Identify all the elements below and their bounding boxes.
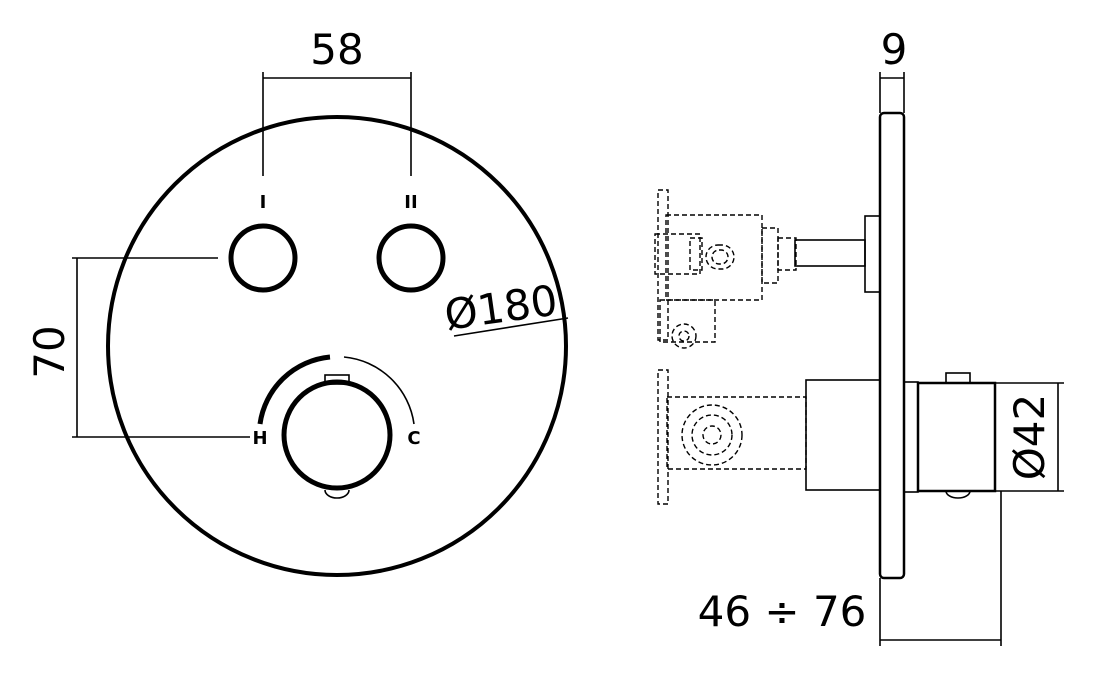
dim-width-label: 58 <box>310 25 363 74</box>
dim-diameter-label: Ø180 <box>442 275 561 339</box>
dim-handle-diameter-label: Ø42 <box>1005 394 1054 481</box>
handle-collar <box>903 381 919 493</box>
diverter-knob-2 <box>376 223 446 293</box>
side-view: 9 Ø4 <box>654 25 1064 646</box>
bracket-hidden <box>657 369 669 505</box>
cold-label: C <box>407 428 420 449</box>
faceplate-profile <box>878 111 906 580</box>
diverter-knob-1 <box>228 223 298 293</box>
front-view: 58 I II 70 Ø180 H C <box>25 25 569 577</box>
cartridge-hidden-port-middle <box>691 414 733 456</box>
dim-diameter-leader <box>453 317 569 337</box>
cold-scale-arc <box>343 356 415 425</box>
faceplate-circle <box>106 115 568 577</box>
outlet-1-label: I <box>260 192 267 213</box>
handle-indicator-bottom <box>324 489 350 499</box>
handle-profile <box>916 381 997 493</box>
cartridge-body <box>805 379 881 491</box>
outlet-2-label: II <box>404 192 417 213</box>
dim-thickness-label: 9 <box>881 25 908 74</box>
diverter-stem-flange <box>864 215 881 293</box>
hot-label: H <box>252 428 267 449</box>
cartridge-hidden-port-inner <box>702 425 722 445</box>
dim-height-label: 70 <box>25 325 74 378</box>
diverter-stem-shaft <box>794 239 866 267</box>
dim-depth-label: 46 ÷ 76 <box>698 587 867 636</box>
diverter-body-hidden <box>654 189 797 349</box>
handle-profile-indicator-top <box>945 372 971 384</box>
handle-profile-indicator-bottom <box>945 490 971 499</box>
hot-scale-arc <box>257 354 331 425</box>
cartridge-hidden-body <box>666 396 807 470</box>
thermostat-handle <box>281 379 393 491</box>
handle-indicator-top <box>324 374 350 385</box>
cartridge-hidden-port-outer <box>681 404 743 466</box>
